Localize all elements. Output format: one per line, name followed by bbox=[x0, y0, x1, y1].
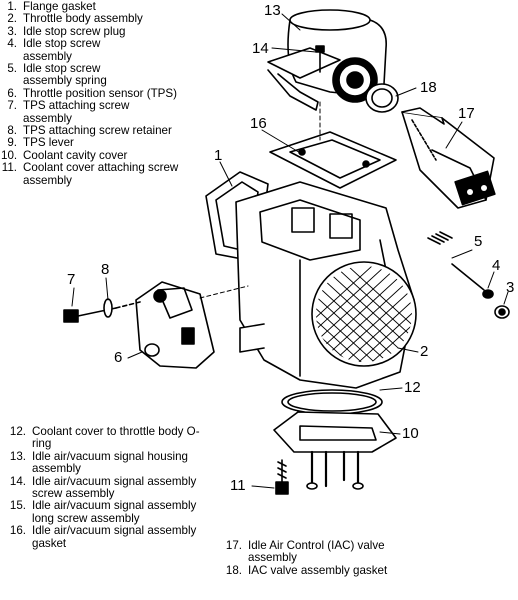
legend-item: 5.Idle stop screw assembly spring bbox=[7, 62, 107, 88]
legend-item: 13.Idle air/vacuum signal housing assemb… bbox=[9, 449, 188, 476]
callout-5: 5 bbox=[474, 233, 483, 250]
throttle-body bbox=[235, 181, 417, 389]
callout-14: 14 bbox=[252, 40, 269, 57]
legend-bottom-right: 17.Idle Air Control (IAC) valve assembly… bbox=[224, 539, 424, 577]
callout-6: 6 bbox=[114, 349, 123, 366]
coolant-cover-screw bbox=[275, 459, 289, 495]
callout-11: 11 bbox=[230, 477, 246, 494]
legend-item: 4.Idle stop screw assembly bbox=[7, 37, 101, 63]
legend-item: 8.TPS attaching screw retainer bbox=[7, 124, 172, 138]
legend-top: 1.Flange gasket 2.Throttle body assembly… bbox=[1, 0, 206, 187]
leader-lines bbox=[71, 13, 509, 489]
callout-4: 4 bbox=[492, 257, 501, 274]
legend-item: 16.Idle air/vacuum signal assembly gaske… bbox=[9, 524, 197, 550]
callout-17: 17 bbox=[458, 105, 475, 122]
legend-item: 1.Flange gasket bbox=[7, 0, 96, 13]
callout-16: 16 bbox=[250, 115, 267, 132]
callout-2: 2 bbox=[420, 343, 429, 360]
legend-item: 2.Throttle body assembly bbox=[7, 12, 143, 26]
callout-8: 8 bbox=[101, 261, 110, 278]
coolant-cover-o-ring bbox=[281, 389, 383, 415]
callout-1: 1 bbox=[214, 147, 223, 164]
coolant-cavity-cover bbox=[273, 411, 397, 490]
callout-7: 7 bbox=[67, 271, 76, 288]
iac-gasket bbox=[365, 83, 399, 113]
legend-item: 9.TPS lever bbox=[7, 136, 74, 150]
legend-item: 6.Throttle position sensor (TPS) bbox=[7, 86, 177, 100]
idle-stop-parts bbox=[427, 231, 510, 319]
legend-item: 7.TPS attaching screw assembly bbox=[7, 99, 130, 125]
legend-item: 3.Idle stop screw plug bbox=[7, 24, 126, 38]
callout-12: 12 bbox=[404, 379, 421, 396]
signal-assembly-screw bbox=[315, 45, 325, 73]
callout-3: 3 bbox=[506, 279, 515, 296]
legend-item: 15.Idle air/vacuum signal assembly long … bbox=[9, 499, 197, 525]
legend-item: 11.Coolant cover attaching screw assembl… bbox=[1, 161, 179, 187]
legend-item: 12.Coolant cover to throttle body O-ring bbox=[9, 425, 200, 451]
iac-valve bbox=[401, 107, 496, 209]
signal-assembly-gasket bbox=[269, 131, 397, 189]
tps-screw-and-retainer bbox=[63, 298, 141, 323]
legend-item: 18.IAC valve assembly gasket bbox=[225, 563, 388, 577]
legend-bottom-left: 12.Coolant cover to throttle body O-ring… bbox=[8, 425, 208, 550]
legend-item: 17.Idle Air Control (IAC) valve assembly bbox=[225, 539, 385, 565]
legend-item: 10.Coolant cavity cover bbox=[1, 148, 128, 162]
callout-10: 10 bbox=[402, 425, 419, 442]
tps-sensor bbox=[135, 281, 215, 369]
legend-item: 14.Idle air/vacuum signal assembly screw… bbox=[9, 474, 197, 501]
vacuum-signal-housing bbox=[267, 9, 387, 111]
callout-13: 13 bbox=[264, 2, 281, 19]
callout-18: 18 bbox=[420, 79, 437, 96]
